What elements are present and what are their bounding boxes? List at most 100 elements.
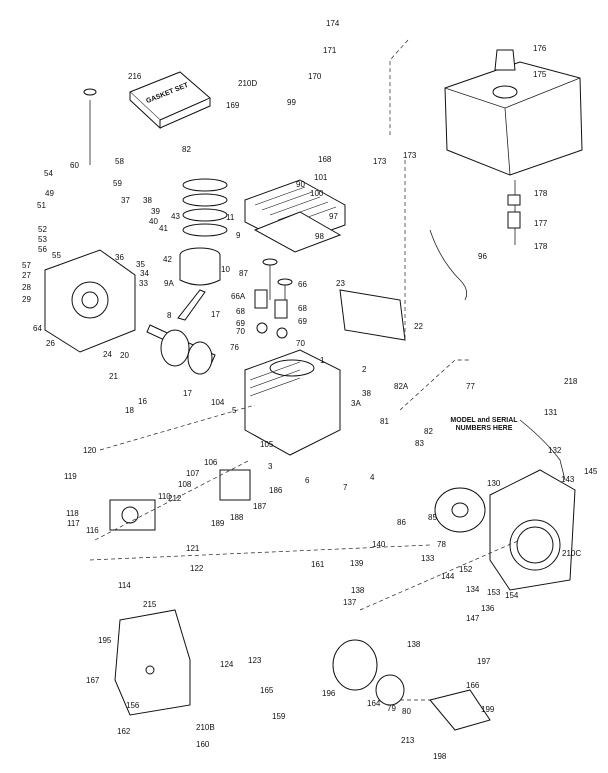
part-label: 57 — [22, 261, 31, 270]
part-label: 66A — [231, 292, 246, 301]
piston-rings — [182, 178, 228, 237]
part-label: 77 — [466, 382, 475, 391]
part-label: 33 — [139, 279, 148, 288]
connecting-rod — [177, 289, 206, 321]
part-label: 162 — [117, 727, 131, 736]
part-label: 28 — [22, 283, 31, 292]
fuel-tank — [444, 49, 583, 176]
part-label: 2 — [362, 365, 367, 374]
part-label: 116 — [86, 526, 99, 535]
part-label: 176 — [533, 44, 547, 53]
part-label: 82 — [182, 145, 191, 154]
part-label: 80 — [402, 707, 411, 716]
part-label: 138 — [351, 586, 365, 595]
part-label: 7 — [343, 483, 348, 492]
part-label: 87 — [239, 269, 248, 278]
part-label: 139 — [350, 559, 364, 568]
part-label: 22 — [414, 322, 423, 331]
part-label: 11 — [226, 213, 235, 222]
part-label: 56 — [38, 245, 47, 254]
part-label: 186 — [269, 486, 283, 495]
piston — [179, 247, 221, 286]
part-label: 3A — [351, 399, 361, 408]
part-label: 120 — [83, 446, 97, 455]
part-label: 210C — [562, 549, 582, 558]
part-label: 39 — [151, 207, 160, 216]
part-label: 137 — [343, 598, 357, 607]
part-label: 1 — [320, 356, 325, 365]
part-label: 153 — [487, 588, 501, 597]
head-gasket — [253, 211, 342, 253]
part-label: 216 — [128, 72, 142, 81]
part-label: 82A — [394, 382, 409, 391]
part-label: 83 — [415, 439, 424, 448]
part-label: 53 — [38, 235, 47, 244]
part-label: 52 — [38, 225, 47, 234]
part-label: 41 — [159, 224, 168, 233]
part-label: 144 — [441, 572, 455, 581]
part-label: 178 — [534, 189, 548, 198]
part-label: 195 — [98, 636, 112, 645]
part-label: 10 — [221, 265, 230, 274]
part-label: 164 — [367, 699, 381, 708]
part-label: 160 — [196, 740, 210, 749]
cylinder-block — [244, 349, 341, 456]
part-label: 3 — [268, 462, 273, 471]
part-label: 99 — [287, 98, 296, 107]
part-label: 101 — [314, 173, 328, 182]
part-label: 36 — [115, 253, 124, 262]
part-label: 107 — [186, 469, 200, 478]
part-label: 156 — [126, 701, 140, 710]
part-label: 108 — [178, 480, 192, 489]
part-label: 68 — [236, 307, 245, 316]
part-label: 24 — [103, 350, 112, 359]
part-label: 171 — [323, 46, 337, 55]
part-label: 122 — [190, 564, 204, 573]
part-label: 58 — [115, 157, 124, 166]
part-label: 86 — [397, 518, 406, 527]
part-label: 20 — [120, 351, 129, 360]
part-label: 147 — [466, 614, 480, 623]
part-label: 81 — [380, 417, 389, 426]
part-label: 123 — [248, 656, 262, 665]
part-label: 218 — [564, 377, 578, 386]
part-label: 140 — [372, 540, 386, 549]
part-label: 170 — [308, 72, 322, 81]
part-label: 199 — [481, 705, 495, 714]
part-label: 196 — [322, 689, 336, 698]
ignition-wire — [429, 229, 468, 301]
part-label: 27 — [22, 271, 31, 280]
flywheel — [434, 487, 486, 533]
part-label: 114 — [118, 581, 131, 590]
part-label: 4 — [370, 473, 375, 482]
part-label: 188 — [230, 513, 244, 522]
part-label: 40 — [149, 217, 158, 226]
part-label: 26 — [46, 339, 55, 348]
part-label: 38 — [143, 196, 152, 205]
part-label: 23 — [336, 279, 345, 288]
part-label: 5 — [232, 406, 237, 415]
part-label: 197 — [477, 657, 491, 666]
part-label: 187 — [253, 502, 267, 511]
part-label: 198 — [433, 752, 447, 761]
part-label: 145 — [584, 467, 598, 476]
part-label: 16 — [138, 397, 147, 406]
part-label: 82 — [424, 427, 433, 436]
part-label: 79 — [387, 704, 396, 713]
part-label: 85 — [428, 513, 437, 522]
part-label: 130 — [487, 479, 501, 488]
crankcase-cover — [44, 249, 136, 353]
part-label: 177 — [534, 219, 548, 228]
part-label: 168 — [318, 155, 332, 164]
valve-springs — [254, 289, 288, 339]
part-label: 68 — [298, 304, 307, 313]
part-label: 9A — [164, 279, 174, 288]
part-label: 105 — [260, 440, 274, 449]
part-label: 8 — [167, 311, 172, 320]
starter-handle — [429, 689, 491, 731]
part-label: 119 — [64, 472, 77, 481]
crankshaft — [146, 324, 216, 375]
muffler-guard — [114, 609, 191, 716]
part-label: 132 — [548, 446, 562, 455]
part-label: 124 — [220, 660, 234, 669]
